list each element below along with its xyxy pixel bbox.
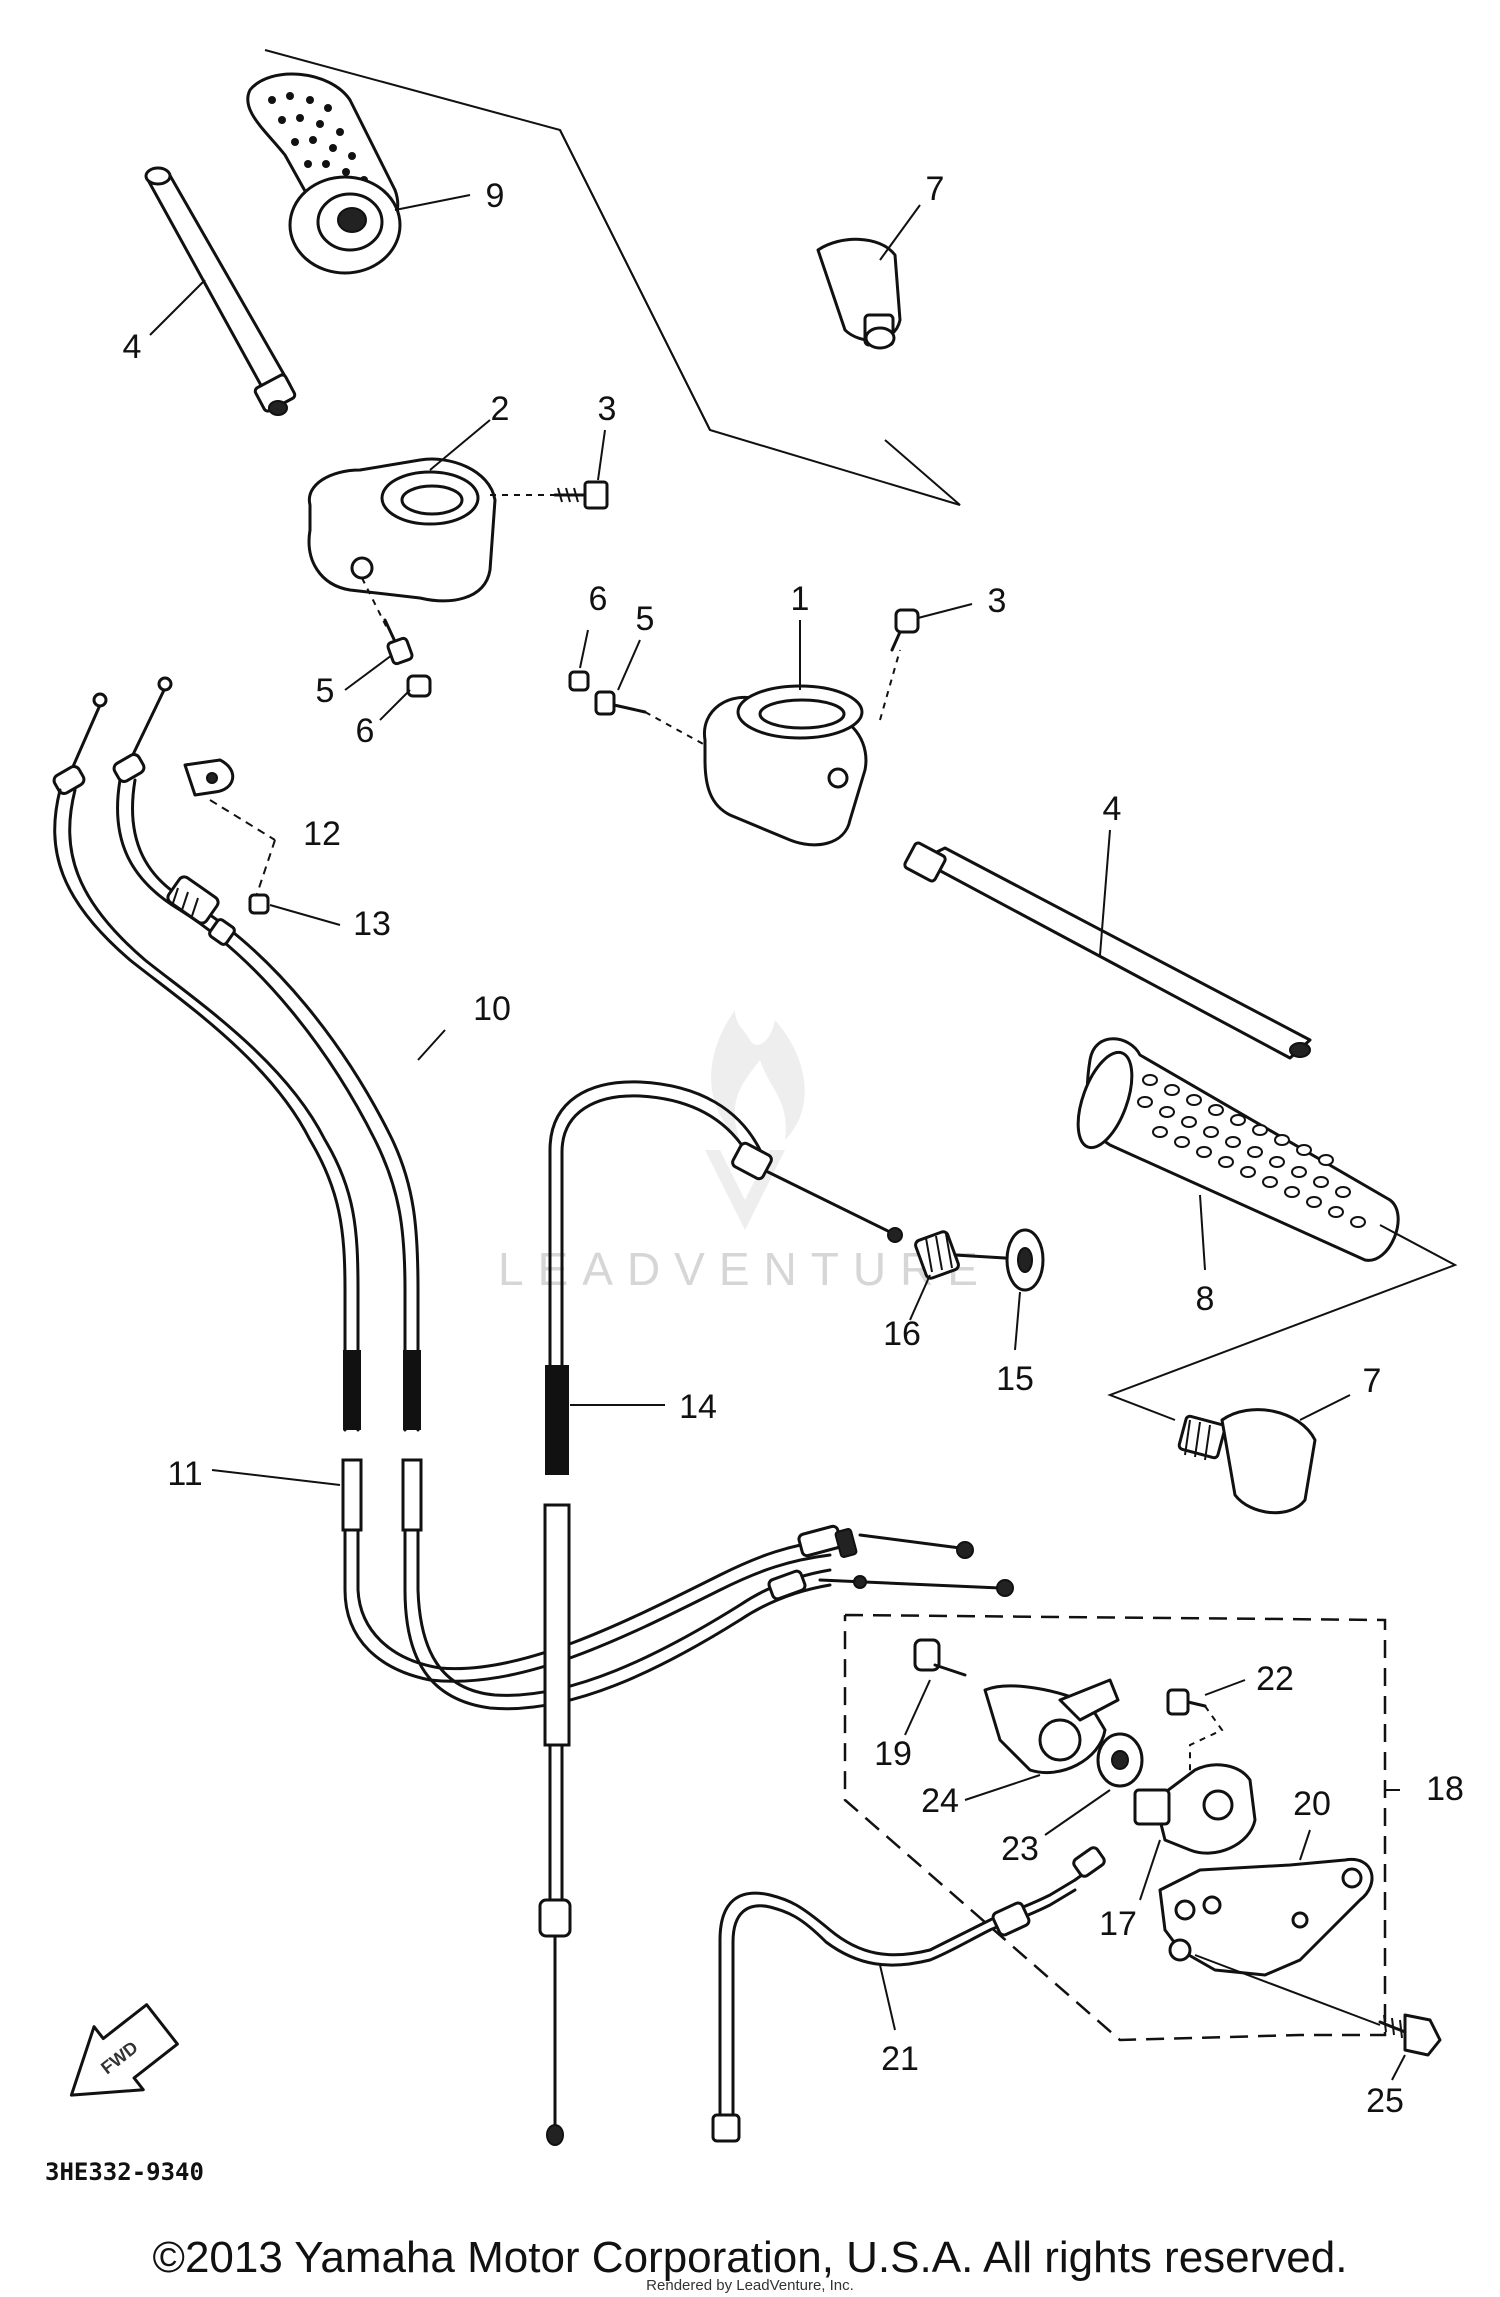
bar-end-weight-7-lower — [1177, 1408, 1317, 1515]
diagram-code: 3HE332-9340 — [45, 2158, 204, 2186]
callout-10: 10 — [473, 990, 511, 1028]
watermark-text: LEADVENTURE — [498, 1243, 992, 1295]
callout-4-right: 4 — [1103, 790, 1122, 828]
callout-6-left: 6 — [356, 712, 375, 750]
callout-14: 14 — [679, 1388, 717, 1426]
cable-14-lower-end — [538, 1898, 572, 2146]
screw-5-center — [594, 690, 647, 716]
callout-4-left: 4 — [123, 328, 142, 366]
callout-16: 16 — [883, 1315, 921, 1353]
cable-adjuster — [166, 875, 236, 946]
watermark-flame-icon — [705, 1010, 805, 1230]
copyright-notice: ©2013 Yamaha Motor Corporation, U.S.A. A… — [153, 2233, 1348, 2282]
cable-end-adjuster-lower — [767, 1569, 1014, 1601]
screw-3-center — [890, 608, 920, 652]
callout-7-upper: 7 — [926, 170, 945, 208]
throttle-tube-4-left — [144, 166, 297, 416]
callout-7-lower: 7 — [1363, 1362, 1382, 1400]
grip-cap-housing-1 — [703, 684, 868, 847]
callout-22: 22 — [1256, 1660, 1294, 1698]
callout-11: 11 — [167, 1455, 202, 1493]
cable-break-14 — [543, 1365, 571, 1747]
callout-3-upper: 3 — [598, 390, 617, 428]
cable-end-adjuster-upper — [797, 1524, 974, 1559]
screw-22 — [1166, 1688, 1207, 1716]
bar-end-weight-7-upper — [816, 237, 902, 350]
bracket-20 — [1158, 1858, 1374, 1977]
callout-5-center: 5 — [636, 600, 655, 638]
nut-6-left — [406, 674, 432, 698]
screw-3-upper — [553, 480, 609, 510]
assembly-18-boundary — [843, 1613, 1387, 2042]
screw-5-left — [383, 618, 414, 666]
nut-6-center — [568, 670, 590, 692]
callout-17: 21 — [881, 2040, 919, 2078]
throttle-grip-9 — [246, 72, 402, 275]
callout-12: 12 — [303, 815, 341, 853]
callout-18: 18 — [1426, 1770, 1464, 1808]
callout-19: 24 — [921, 1782, 959, 1820]
callout-3-center: 3 — [988, 582, 1007, 620]
throttle-cable-ends — [52, 676, 173, 795]
grip-cap-housing-2 — [307, 457, 497, 603]
callout-2: 2 — [491, 390, 510, 428]
callout-6-center: 6 — [589, 580, 608, 618]
callout-15: 15 — [996, 1360, 1034, 1398]
cable-guide-12 — [183, 758, 234, 797]
callout-5-left: 5 — [316, 672, 335, 710]
rendered-by-notice: Rendered by LeadVenture, Inc. — [646, 2277, 854, 2294]
adjuster-16 — [914, 1230, 1007, 1280]
bolt-25 — [1378, 2013, 1442, 2057]
callout-20: 20 — [1293, 1785, 1331, 1823]
callout-8: 8 — [1196, 1280, 1215, 1318]
callout-25: 25 — [1366, 2082, 1404, 2120]
cable-14-sleeve — [731, 1141, 903, 1243]
callout-24: 19 — [874, 1735, 912, 1773]
screw-24 — [913, 1638, 967, 1677]
fwd-arrow-icon: FWD — [69, 2003, 179, 2097]
switch-cable-17 — [711, 1846, 1106, 2143]
locknut-15 — [1005, 1228, 1045, 1292]
switch-lever-19 — [983, 1678, 1120, 1775]
callout-21: 17 — [1099, 1905, 1137, 1943]
throttle-tube-4-right — [903, 841, 1312, 1060]
callout-13: 13 — [353, 905, 391, 943]
callout-23: 23 — [1001, 1830, 1039, 1868]
handlebar-grip-8 — [1076, 1037, 1400, 1262]
callout-1: 1 — [791, 580, 810, 618]
screw-13 — [248, 893, 270, 915]
cable-break-marks — [341, 1350, 423, 1532]
washer-23 — [1096, 1732, 1144, 1788]
watermark: LEADVENTURE — [498, 1010, 992, 1295]
switch-21 — [1133, 1763, 1257, 1855]
callout-9: 9 — [486, 177, 505, 215]
